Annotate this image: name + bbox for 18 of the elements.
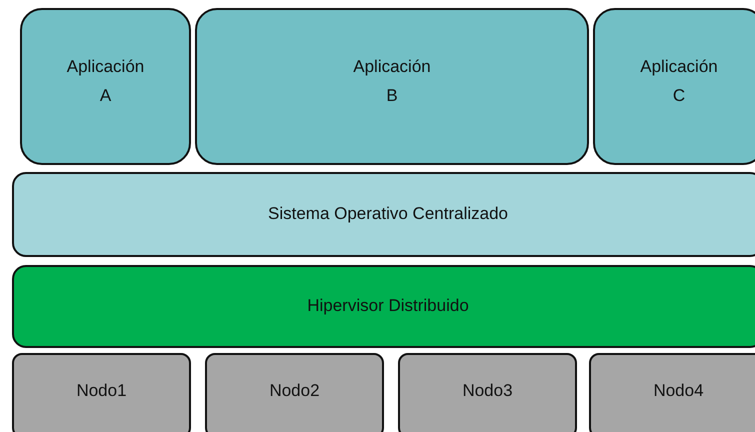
box-label: Aplicación A bbox=[66, 56, 146, 106]
application-box bbox=[593, 8, 755, 165]
box-label: Aplicación C bbox=[639, 56, 719, 106]
box-label: Hipervisor Distribuido bbox=[307, 295, 469, 318]
hypervisor-layer-box bbox=[12, 265, 755, 348]
application-box bbox=[195, 8, 589, 165]
node-box bbox=[12, 353, 191, 432]
box-label: Nodo1 bbox=[76, 380, 127, 402]
box-label: Nodo4 bbox=[653, 380, 704, 402]
box-label: Sistema Operativo Centralizado bbox=[268, 203, 508, 226]
box-label: Nodo3 bbox=[462, 380, 513, 402]
node-box bbox=[205, 353, 384, 432]
application-box bbox=[20, 8, 191, 165]
node-box bbox=[398, 353, 577, 432]
box-label: Aplicación B bbox=[352, 56, 432, 106]
node-box bbox=[589, 353, 755, 432]
box-label: Nodo2 bbox=[269, 380, 320, 402]
os-layer-box bbox=[12, 172, 755, 257]
